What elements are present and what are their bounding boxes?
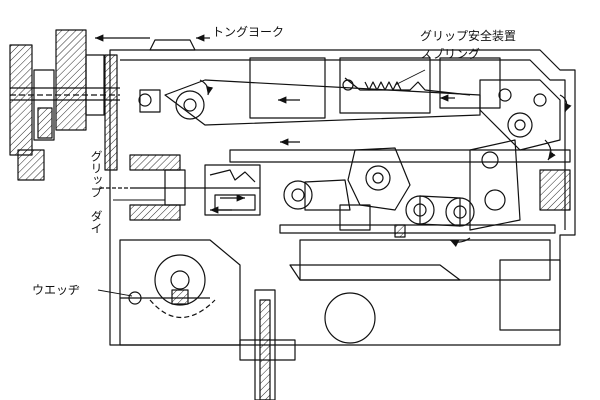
- motion-arrows: [95, 34, 572, 247]
- label-wedge: ウエッヂ: [32, 283, 81, 297]
- tong-yoke-assembly: [9, 29, 120, 181]
- grip-die: [100, 154, 261, 221]
- label-grip-die-1: グリップ: [89, 150, 103, 198]
- label-grip-die-2: ダイ: [89, 210, 103, 234]
- housing: [104, 39, 576, 346]
- safety-spring: [342, 77, 471, 96]
- label-grip-safety-2: スプリング: [420, 47, 481, 61]
- center-block: [283, 147, 475, 238]
- label-tong-yoke: トングヨーク: [212, 25, 285, 39]
- label-grip-safety-1: グリップ安全装置: [420, 29, 517, 43]
- wedge-mechanism: [119, 239, 461, 400]
- leader-lines: [97, 69, 426, 297]
- right-linkage: [469, 79, 561, 231]
